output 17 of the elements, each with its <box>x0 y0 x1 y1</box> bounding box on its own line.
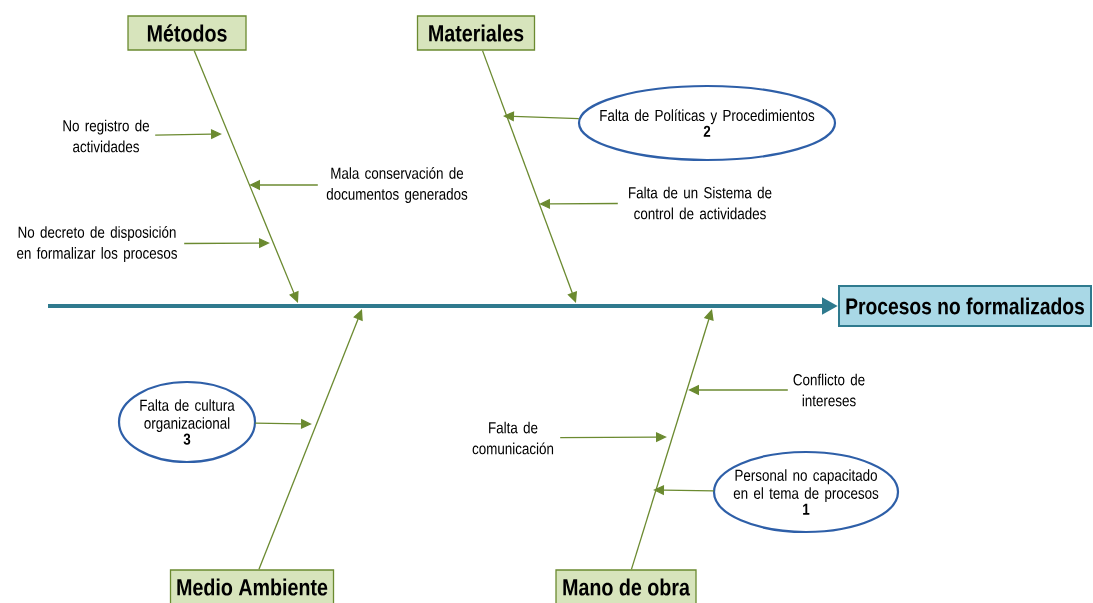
cause-text: Falta de comunicación <box>472 421 554 455</box>
cause-text: Conflicto de intereses <box>793 373 865 407</box>
arrow <box>481 50 578 303</box>
category-box: Mano de obra <box>555 569 697 603</box>
category-box: Materiales <box>416 15 536 51</box>
category-box: Medio Ambiente <box>169 569 335 603</box>
arrow <box>254 418 312 429</box>
arrow <box>258 309 363 570</box>
effect-box: Procesos no formalizados <box>838 285 1092 327</box>
category-box: Métodos <box>127 15 247 51</box>
arrow <box>630 309 714 570</box>
arrow <box>193 50 299 303</box>
arrow <box>503 111 580 122</box>
cause-text: No decreto de disposición en formalizar los procesos <box>17 226 178 262</box>
cause-text: No registro de actividades <box>63 119 150 153</box>
cause-text: Mala conservación de documentos generados <box>326 167 468 203</box>
cause-text: Falta de un Sistema de control de actividades <box>629 186 772 220</box>
